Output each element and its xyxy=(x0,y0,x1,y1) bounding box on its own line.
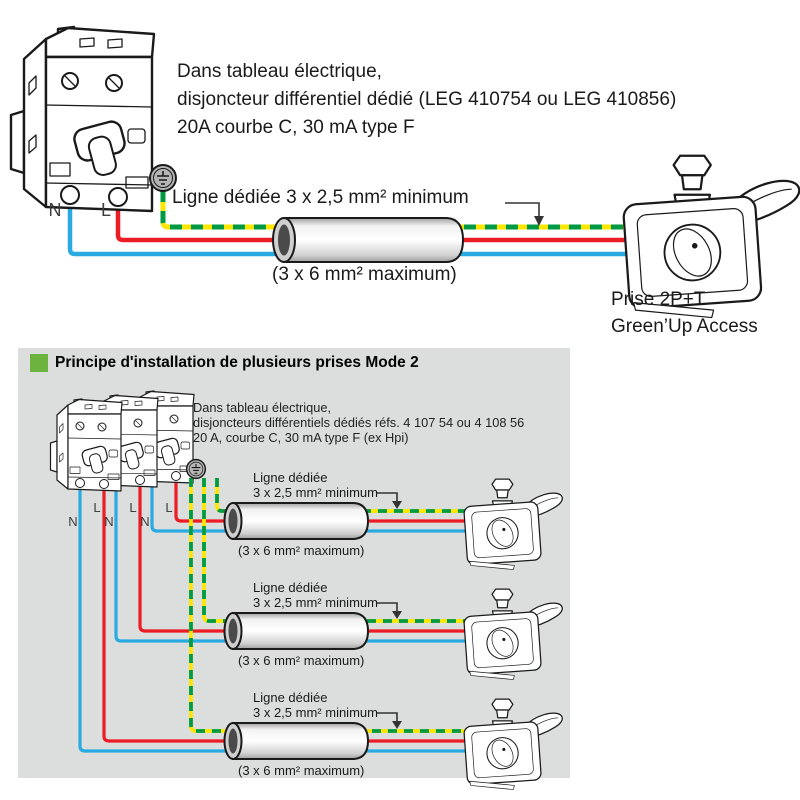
row1-label-line2: 3 x 2,5 mm² minimum xyxy=(253,485,378,500)
live-wire xyxy=(115,195,650,243)
panel-note-line2: disjoncteurs différentiels dédiés réfs. … xyxy=(193,415,525,430)
row1-max-label: (3 x 6 mm² maximum) xyxy=(238,543,365,558)
panel-note-line1: Dans tableau électrique, xyxy=(193,400,332,415)
earth-wire-green xyxy=(160,190,650,230)
earth-wire-row3 xyxy=(189,478,497,733)
top-wiring xyxy=(67,190,650,257)
conduit-tube-row3 xyxy=(223,722,370,760)
panel-earth-symbol xyxy=(185,458,207,480)
neutral-wire xyxy=(67,193,650,257)
top-neutral-label: N xyxy=(48,200,62,220)
row3-label-line2: 3 x 2,5 mm² minimum xyxy=(253,705,378,720)
earth-wire-row2 xyxy=(202,478,497,623)
neutral-wire-row3 xyxy=(78,478,497,753)
live-wire-row2 xyxy=(138,474,497,633)
panel-note-line3: 20 A, courbe C, 30 mA type F (ex Hpi) xyxy=(193,430,409,445)
live-wire-row1 xyxy=(174,470,497,523)
panel-earth-wiring xyxy=(189,478,497,733)
panel-live-label-1: L xyxy=(93,500,101,515)
row3-max-label: (3 x 6 mm² maximum) xyxy=(238,763,365,778)
panel-neutral-label-1: N xyxy=(68,514,78,529)
conduit-tube-row2 xyxy=(223,612,370,650)
neutral-wire-row2 xyxy=(114,474,497,643)
live-wire-row3 xyxy=(102,478,497,743)
row2-label-line2: 3 x 2,5 mm² minimum xyxy=(253,595,378,610)
row3-label-line1: Ligne dédiée xyxy=(253,690,328,705)
earth-wire-row1 xyxy=(215,478,497,513)
panel-breaker-1 xyxy=(49,398,123,492)
row2-label-line1: Ligne dédiée xyxy=(253,580,328,595)
top-dedicated-line-label: Ligne dédiée 3 x 2,5 mm² minimum xyxy=(172,187,469,208)
panel-neutral-label-3: N xyxy=(140,514,150,529)
socket-caption-line2: Green’Up Access xyxy=(611,316,758,337)
panel-wiring xyxy=(78,470,497,753)
socket-caption-line1: Prise 2P+T xyxy=(611,289,706,310)
panel-pointer-arrow-1 xyxy=(376,492,402,509)
panel-live-label-2: L xyxy=(129,500,137,515)
top-max-section-label: (3 x 6 mm² maximum) xyxy=(272,264,457,285)
conduit-tube-row1 xyxy=(223,502,370,540)
neutral-wire-row1 xyxy=(150,470,497,533)
top-live-label: L xyxy=(100,200,112,220)
top-note-line2: disjoncteur différentiel dédié (LEG 4107… xyxy=(177,89,677,110)
conduit-tube-top xyxy=(272,217,465,263)
panel-title: Principe d'installation de plusieurs pri… xyxy=(55,354,419,371)
panel-neutral-label-2: N xyxy=(104,514,114,529)
panel-pointer-arrow-3 xyxy=(376,712,402,729)
row1-label-line1: Ligne dédiée xyxy=(253,470,328,485)
row2-max-label: (3 x 6 mm² maximum) xyxy=(238,653,365,668)
top-pointer-arrow xyxy=(505,202,544,226)
panel-live-label-3: L xyxy=(165,500,173,515)
top-note-line1: Dans tableau électrique, xyxy=(177,61,382,82)
title-bullet-icon xyxy=(30,354,48,372)
panel-pointer-arrow-2 xyxy=(376,602,402,619)
top-circuit-breaker xyxy=(9,25,156,213)
top-note-line3: 20A courbe C, 30 mA type F xyxy=(177,117,415,138)
